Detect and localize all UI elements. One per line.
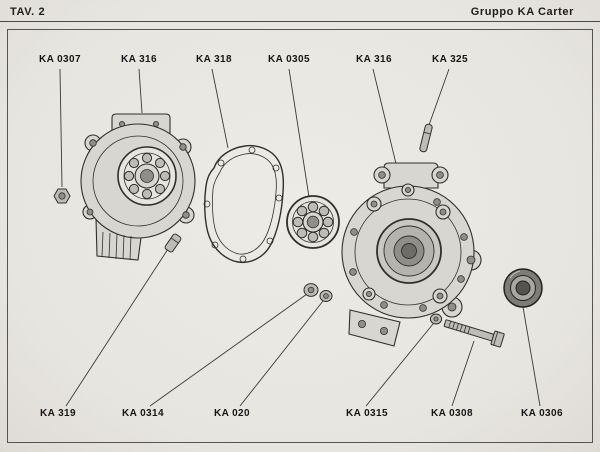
part-label-ka316-left: KA 316 [121, 54, 157, 65]
part-label-ka0308: KA 0308 [431, 408, 473, 419]
hex-nut-drawing [53, 188, 71, 204]
left-crankcase-half-drawing [80, 113, 196, 261]
part-label-ka020: KA 020 [214, 408, 250, 419]
part-label-ka319: KA 319 [40, 408, 76, 419]
left-bearing-balls [123, 152, 171, 200]
ball-bearing-drawing [286, 195, 340, 249]
diagram-frame [7, 29, 593, 443]
washer-pair-drawing [303, 283, 333, 302]
pin-drawing [419, 123, 433, 153]
part-label-ka325: KA 325 [432, 54, 468, 65]
part-label-ka318: KA 318 [196, 54, 232, 65]
part-label-ka0305: KA 0305 [268, 54, 310, 65]
part-label-ka0306: KA 0306 [521, 408, 563, 419]
header-rule [0, 21, 600, 22]
plate-number: TAV. 2 [10, 6, 46, 18]
right-crankcase-half-drawing [341, 162, 482, 347]
gasket-drawing [203, 144, 285, 264]
part-label-ka0314: KA 0314 [122, 408, 164, 419]
part-label-ka316-right: KA 316 [356, 54, 392, 65]
oil-seal-drawing [503, 268, 543, 308]
leader-lines [59, 68, 541, 407]
bolt-drawing [443, 319, 505, 348]
stud-drawing [164, 233, 182, 253]
part-label-ka0307: KA 0307 [39, 54, 81, 65]
small-washer-drawing [429, 313, 443, 325]
part-label-ka0315: KA 0315 [346, 408, 388, 419]
page-title: Gruppo KA Carter [470, 6, 574, 18]
